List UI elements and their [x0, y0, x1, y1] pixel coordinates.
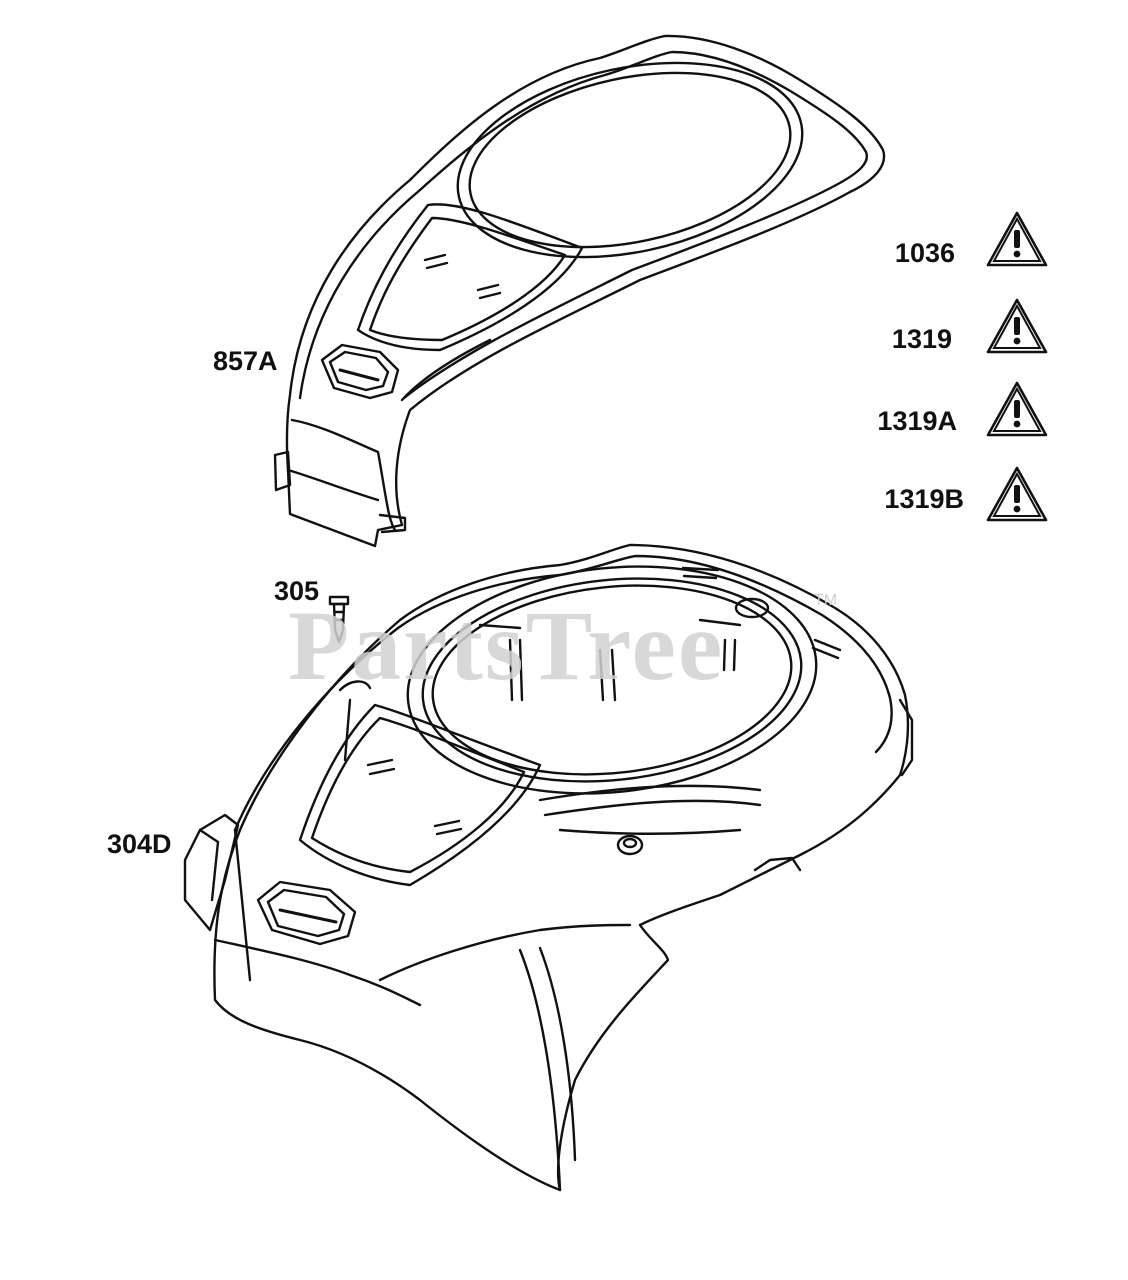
part-label-305[interactable]: 305	[274, 576, 320, 606]
warning-label-1036[interactable]: 1036	[894, 238, 955, 268]
screw-305-drawing	[328, 595, 350, 644]
partstree-watermark: PartsTree	[288, 590, 725, 701]
warning-triangle-icon	[986, 211, 1048, 267]
housing-304d-drawing	[183, 543, 914, 1192]
cover-857a-drawing	[273, 34, 886, 548]
part-label-304d[interactable]: 304D	[107, 829, 172, 859]
warning-label-1319b[interactable]: 1319B	[884, 484, 964, 514]
warning-label-1319a[interactable]: 1319A	[877, 406, 957, 436]
warning-triangle-icon	[986, 381, 1048, 437]
warning-triangle-icon	[986, 466, 1048, 522]
warning-triangle-icon	[986, 298, 1048, 354]
trademark-mark: TM	[814, 592, 838, 609]
warning-label-1319[interactable]: 1319	[891, 324, 952, 354]
part-label-857a[interactable]: 857A	[213, 346, 278, 376]
